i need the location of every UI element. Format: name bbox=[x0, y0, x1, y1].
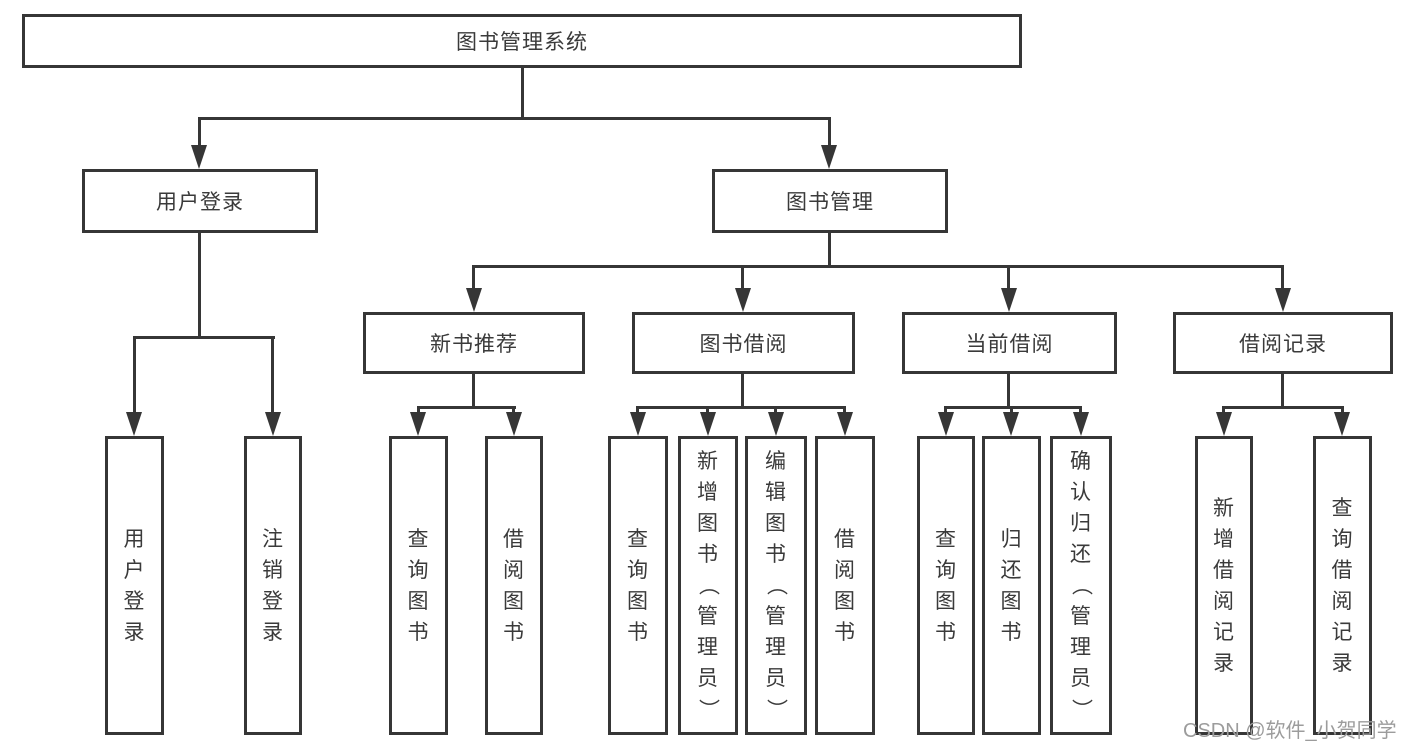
connector-line bbox=[512, 406, 515, 415]
arrow-down-icon bbox=[506, 412, 522, 436]
leaf-label: 借阅图书 bbox=[834, 527, 856, 644]
connector-line bbox=[521, 68, 524, 117]
arrow-down-icon bbox=[410, 412, 426, 436]
node-root-label: 图书管理系统 bbox=[456, 31, 588, 54]
arrow-down-icon bbox=[191, 145, 207, 169]
leaf-label: 借阅图书 bbox=[503, 527, 525, 644]
leaf-label: 查询图书 bbox=[407, 527, 430, 644]
leaf-label: 用户登录 bbox=[123, 527, 146, 644]
connector-line bbox=[944, 406, 1082, 409]
connector-line bbox=[472, 265, 1284, 268]
leaf-add-borrow-record: 新增借阅记录 bbox=[1195, 436, 1253, 735]
connector-line bbox=[133, 336, 136, 414]
connector-line bbox=[1341, 406, 1344, 415]
arrow-down-icon bbox=[1073, 412, 1089, 436]
leaf-query-books-borrow: 查询图书 bbox=[608, 436, 668, 735]
leaf-borrow-books-recommend: 借阅图书 bbox=[485, 436, 543, 735]
connector-line bbox=[741, 265, 744, 290]
arrow-down-icon bbox=[938, 412, 954, 436]
connector-line bbox=[636, 406, 846, 409]
arrow-down-icon bbox=[630, 412, 646, 436]
connector-line bbox=[1222, 406, 1225, 415]
connector-line bbox=[774, 406, 777, 415]
leaf-label: 确认归还（管理员） bbox=[1069, 450, 1093, 721]
connector-line bbox=[472, 265, 475, 290]
connector-line bbox=[828, 117, 831, 147]
leaf-logout: 注销登录 bbox=[244, 436, 302, 735]
leaf-label: 查询图书 bbox=[627, 527, 649, 644]
connector-line bbox=[417, 406, 420, 415]
connector-line bbox=[843, 406, 846, 415]
connector-line bbox=[706, 406, 709, 415]
node-user-login: 用户登录 bbox=[82, 169, 318, 233]
connector-line bbox=[944, 406, 947, 415]
arrow-down-icon bbox=[1334, 412, 1350, 436]
arrow-down-icon bbox=[265, 412, 281, 436]
connector-line bbox=[1281, 265, 1284, 290]
leaf-query-books-current: 查询图书 bbox=[917, 436, 975, 735]
connector-line bbox=[741, 374, 744, 406]
arrow-down-icon bbox=[126, 412, 142, 436]
node-label: 图书管理 bbox=[786, 191, 874, 214]
leaf-confirm-return-admin: 确认归还（管理员） bbox=[1050, 436, 1112, 735]
leaf-query-borrow-record: 查询借阅记录 bbox=[1313, 436, 1372, 735]
leaf-query-books-recommend: 查询图书 bbox=[389, 436, 448, 735]
leaf-add-book-admin: 新增图书（管理员） bbox=[678, 436, 738, 735]
node-label: 用户登录 bbox=[156, 191, 244, 214]
arrow-down-icon bbox=[1001, 288, 1017, 312]
leaf-label: 编辑图书（管理员） bbox=[764, 450, 788, 721]
node-current-borrow: 当前借阅 bbox=[902, 312, 1117, 374]
connector-line bbox=[1079, 406, 1082, 415]
connector-line bbox=[198, 117, 201, 147]
node-new-book-recommend: 新书推荐 bbox=[363, 312, 585, 374]
connector-line bbox=[1010, 406, 1013, 415]
arrow-down-icon bbox=[837, 412, 853, 436]
leaf-return-book: 归还图书 bbox=[982, 436, 1041, 735]
connector-line bbox=[1007, 374, 1010, 406]
connector-line bbox=[1007, 265, 1010, 290]
arrow-down-icon bbox=[1275, 288, 1291, 312]
arrow-down-icon bbox=[1216, 412, 1232, 436]
watermark: CSDN @软件_小贺同学 bbox=[1183, 720, 1397, 742]
node-label: 当前借阅 bbox=[965, 333, 1054, 356]
connector-line bbox=[198, 117, 831, 120]
leaf-borrow-books: 借阅图书 bbox=[815, 436, 875, 735]
node-label: 图书借阅 bbox=[699, 333, 788, 356]
leaf-label: 查询借阅记录 bbox=[1331, 496, 1354, 675]
node-book-borrow: 图书借阅 bbox=[632, 312, 855, 374]
leaf-edit-book-admin: 编辑图书（管理员） bbox=[745, 436, 807, 735]
arrow-down-icon bbox=[1003, 412, 1019, 436]
connector-line bbox=[472, 374, 475, 406]
connector-line bbox=[271, 336, 274, 414]
leaf-label: 新增借阅记录 bbox=[1213, 496, 1235, 675]
connector-line bbox=[417, 406, 516, 409]
leaf-user-login: 用户登录 bbox=[105, 436, 164, 735]
connector-line bbox=[1222, 406, 1344, 409]
leaf-label: 注销登录 bbox=[262, 527, 284, 644]
arrow-down-icon bbox=[466, 288, 482, 312]
node-label: 借阅记录 bbox=[1239, 333, 1327, 356]
connector-line bbox=[133, 336, 275, 339]
arrow-down-icon bbox=[821, 145, 837, 169]
arrow-down-icon bbox=[768, 412, 784, 436]
leaf-label: 新增图书（管理员） bbox=[696, 450, 720, 721]
node-root: 图书管理系统 bbox=[22, 14, 1022, 68]
connector-line bbox=[636, 406, 639, 415]
arrow-down-icon bbox=[735, 288, 751, 312]
connector-line bbox=[828, 233, 831, 265]
node-borrow-records: 借阅记录 bbox=[1173, 312, 1393, 374]
arrow-down-icon bbox=[700, 412, 716, 436]
node-book-management: 图书管理 bbox=[712, 169, 948, 233]
leaf-label: 归还图书 bbox=[1000, 527, 1023, 644]
connector-line bbox=[1281, 374, 1284, 406]
connector-line bbox=[198, 233, 201, 336]
leaf-label: 查询图书 bbox=[935, 527, 957, 644]
node-label: 新书推荐 bbox=[430, 333, 518, 356]
